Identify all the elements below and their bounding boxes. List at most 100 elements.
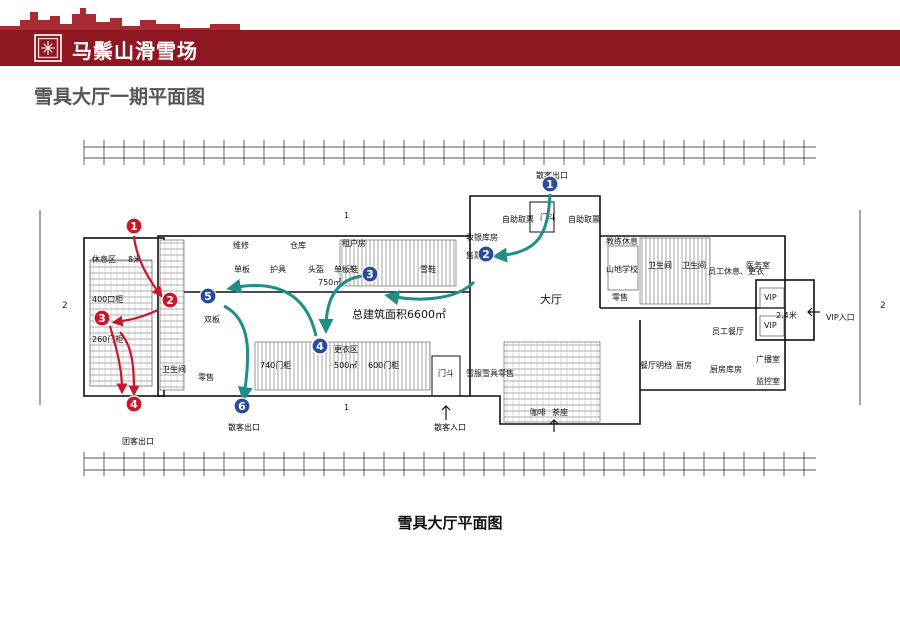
flow-markers: 1 2 3 4 5 6 1 2 3 4 <box>93 175 559 415</box>
dimension-ticks-top <box>83 140 805 165</box>
label-broadcast: 广播室 <box>756 354 780 364</box>
toilet-block <box>639 237 711 305</box>
marker-red-4 <box>125 395 143 413</box>
label-board-shoes: 单板鞋 <box>334 264 358 274</box>
entrance-arrow-icon <box>441 405 451 420</box>
label-guard: 护具 <box>270 264 286 274</box>
vip-room-1 <box>759 287 785 309</box>
label-visitor-entrance: 散客入口 <box>434 422 466 432</box>
label-ticket: 售票 <box>466 250 482 260</box>
label-helmet: 头盔 <box>308 264 324 274</box>
label-warehouse: 仓库 <box>290 240 306 250</box>
label-kitchen-store: 厨房库房 <box>710 364 742 374</box>
marker-red-2 <box>161 291 179 309</box>
label-self-rent-2: 自助取票 <box>568 214 600 224</box>
marker-label-red-3: 3 <box>98 312 106 325</box>
axis-mark-right: 2 <box>880 301 886 311</box>
label-locker-740: 740门柜 <box>260 360 291 370</box>
rental-racks <box>339 239 457 287</box>
marker-red-3 <box>93 309 111 327</box>
label-checkout-room: 收银库房 <box>466 232 498 242</box>
dimension-lines <box>39 146 861 471</box>
locker-column <box>159 239 185 391</box>
label-area-750: 750㎡ <box>318 278 341 287</box>
label-toilet-2: 卫生间 <box>682 260 706 270</box>
marker-blue-3 <box>361 265 379 283</box>
marker-blue-6 <box>233 397 251 415</box>
marker-blue-1 <box>541 175 559 193</box>
label-vip-entrance: VIP入口 <box>826 313 855 322</box>
vip-entrance-arrow-icon <box>807 307 820 317</box>
marker-label-blue-2: 2 <box>482 248 490 261</box>
label-medical: 医务室 <box>746 260 770 270</box>
label-changing: 更衣区 <box>334 344 358 354</box>
label-size-2-4m: 2.4米 <box>776 310 797 320</box>
label-kitchen: 厨房 <box>676 360 692 370</box>
entrance-arrow-icon-2 <box>549 419 559 432</box>
label-rest-area: 休息区 <box>92 254 116 264</box>
label-gate-bottom: 门斗 <box>438 368 454 378</box>
marker-blue-5 <box>199 287 217 305</box>
label-retail-right: 零售 <box>612 292 628 302</box>
marker-label-red-4: 4 <box>130 398 138 411</box>
changing-lockers <box>254 341 431 391</box>
label-snow-shoes: 雪鞋 <box>420 264 436 274</box>
plan-caption: 雪具大厅平面图 <box>397 514 503 532</box>
group-flow-red <box>108 235 163 397</box>
marker-label-blue-4: 4 <box>316 340 324 353</box>
visitor-flow-teal <box>223 193 552 402</box>
marker-label-blue-6: 6 <box>238 400 246 413</box>
resort-logo-icon <box>34 34 62 62</box>
label-visitor-exit-top: 散客出口 <box>536 170 568 180</box>
label-vip-2: VIP <box>764 321 777 330</box>
resort-name: 马鬃山滑雪场 <box>72 39 198 63</box>
label-coach-rest: 教练休息 <box>606 236 638 246</box>
label-group-exit: 团客出口 <box>122 436 154 446</box>
label-rental-room: 租户房 <box>342 238 366 248</box>
label-staff-rest: 员工休息、更衣 <box>708 266 764 276</box>
label-tea: 茶座 <box>552 407 568 417</box>
label-coffee: 咖啡 <box>530 407 546 417</box>
label-size-8m: 8米 <box>128 254 141 264</box>
label-single-board: 单板 <box>234 264 250 274</box>
label-staff-canteen: 员工餐厅 <box>712 327 744 336</box>
marker-label-red-2: 2 <box>166 294 174 307</box>
axis-mark-left: 2 <box>62 301 68 311</box>
marker-label-blue-1: 1 <box>546 178 554 191</box>
cafe-seating <box>503 341 601 423</box>
label-self-rent-1: 自助取票 <box>502 214 534 224</box>
marker-label-blue-3: 3 <box>366 268 374 281</box>
label-toilet-1: 卫生间 <box>648 260 672 270</box>
label-total-area: 总建筑面积6600㎡ <box>352 307 446 321</box>
header-banner: 马鬃山滑雪场 <box>0 0 900 66</box>
marker-label-blue-5: 5 <box>204 290 212 303</box>
label-locker-260: 260门柜 <box>92 334 123 344</box>
marker-red-1 <box>125 217 143 235</box>
page-title: 雪具大厅一期平面图 <box>34 86 206 108</box>
label-repair: 维修 <box>233 240 249 250</box>
label-double-board: 双板 <box>204 314 220 324</box>
label-canteen-detail: 餐厅明档 <box>640 360 672 370</box>
label-mountain-school: 山地学校 <box>606 264 638 274</box>
label-visitor-exit-bottom: 散客出口 <box>228 422 260 432</box>
building-walls <box>83 195 815 425</box>
vip-room-2 <box>759 315 785 337</box>
coach-rest-room <box>607 245 639 291</box>
label-locker-400: 400口柜 <box>92 294 123 304</box>
label-area-500: 500㎡ <box>334 361 357 370</box>
section-mark-top: 1 <box>344 211 349 220</box>
label-monitor: 监控室 <box>756 376 780 386</box>
label-hall: 大厅 <box>540 292 562 306</box>
title-bar <box>0 30 900 66</box>
dimension-ticks-bottom <box>83 452 805 476</box>
label-locker-600: 600门柜 <box>368 360 399 370</box>
gate-vestibule-bottom <box>431 355 461 397</box>
marker-blue-2 <box>477 245 495 263</box>
label-retail-left: 零售 <box>198 372 214 382</box>
label-toilet-left: 卫生间 <box>162 364 186 374</box>
section-mark-bottom: 1 <box>344 403 349 412</box>
marker-blue-4 <box>311 337 329 355</box>
label-vip-1: VIP <box>764 293 777 302</box>
marker-label-red-1: 1 <box>130 220 138 233</box>
